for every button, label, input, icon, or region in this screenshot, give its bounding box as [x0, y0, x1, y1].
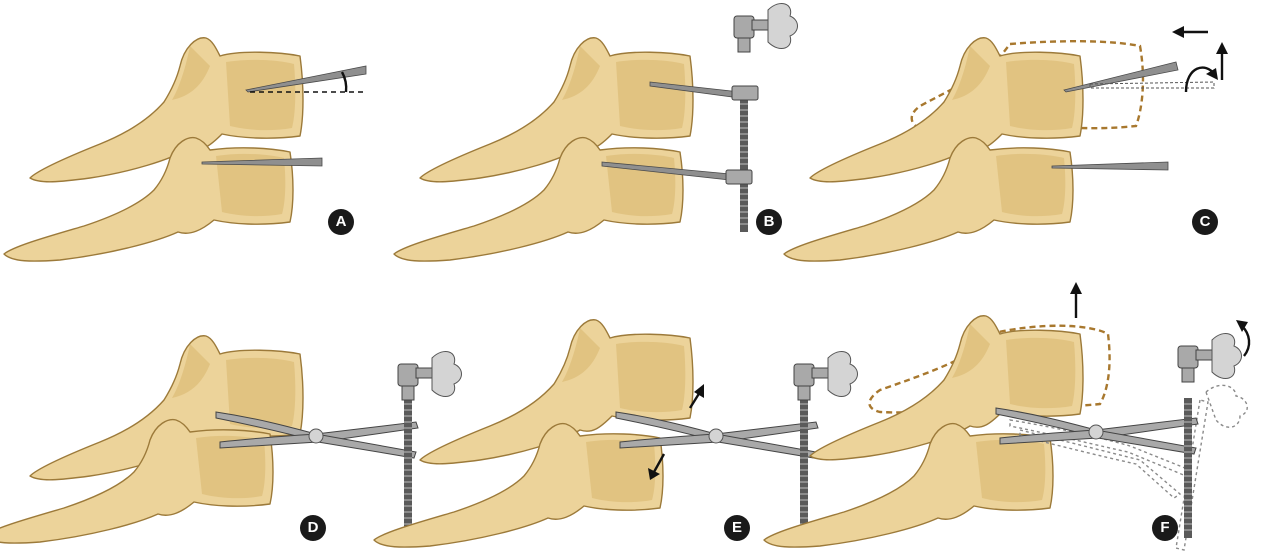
threaded-rod: [1184, 398, 1192, 538]
threaded-rod: [740, 92, 748, 232]
panel-label-a: A: [328, 209, 354, 235]
panel-a: [4, 38, 366, 261]
threaded-rod: [404, 398, 412, 538]
panel-b: [394, 3, 798, 261]
distractor-key: [1178, 333, 1242, 382]
panel-label-e: E: [724, 515, 750, 541]
panel-d: [0, 336, 462, 543]
panel-label-b: B: [756, 209, 782, 235]
lower-clamp: [726, 170, 752, 184]
distractor-key: [734, 3, 798, 52]
panel-label-d: D: [300, 515, 326, 541]
upper-clamp: [732, 86, 758, 100]
distractor-key: [794, 351, 858, 400]
distractor-key: [398, 351, 462, 400]
panel-label-c: C: [1192, 209, 1218, 235]
panel-c: [784, 26, 1228, 261]
panel-label-f: F: [1152, 515, 1178, 541]
panel-f: [764, 282, 1249, 550]
threaded-rod: [800, 398, 808, 538]
